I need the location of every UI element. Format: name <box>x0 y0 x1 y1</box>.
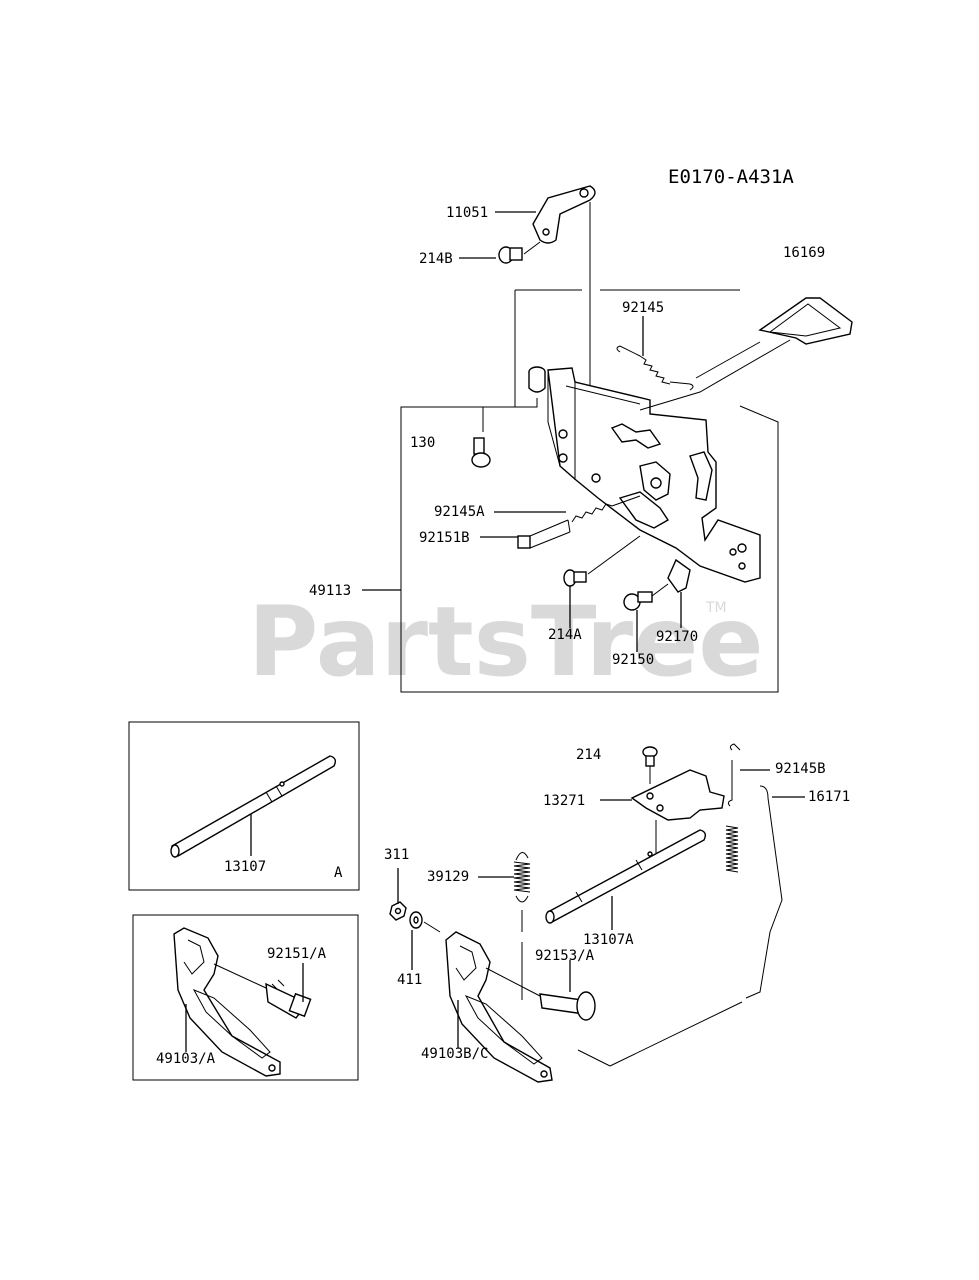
spring-92145B[interactable] <box>725 743 741 873</box>
label-39129: 39129 <box>427 869 469 885</box>
inset-13107: 13107 A <box>128 721 360 891</box>
label-130: 130 <box>410 435 435 451</box>
bolt-92151B[interactable] <box>517 519 571 549</box>
label-411: 411 <box>397 972 422 988</box>
label-214B: 214B <box>419 251 453 267</box>
lower-linkage-assembly <box>389 743 783 1083</box>
label-92145B: 92145B <box>775 761 826 777</box>
label-92145: 92145 <box>622 300 664 316</box>
pin-92153A[interactable] <box>539 991 596 1021</box>
label-16169: 16169 <box>783 245 825 261</box>
shaft-13107[interactable] <box>170 755 337 857</box>
label-92150: 92150 <box>612 652 654 668</box>
spring-39129[interactable] <box>513 852 531 903</box>
label-inset-a: A <box>334 865 343 881</box>
spring-92145[interactable] <box>616 345 694 391</box>
label-214: 214 <box>576 747 601 763</box>
label-92170: 92170 <box>656 629 698 645</box>
label-92151B: 92151B <box>419 530 470 546</box>
watermark-text: PartsTree <box>248 586 763 698</box>
label-92151A: 92151/A <box>267 946 327 962</box>
screw-214[interactable] <box>642 746 658 767</box>
label-92145A: 92145A <box>434 504 485 520</box>
screw-214B[interactable] <box>498 241 541 264</box>
throttle-lever[interactable] <box>610 423 662 449</box>
inset-49103A: 92151/A 49103/A <box>132 914 359 1081</box>
shaft-13107A[interactable] <box>545 829 707 923</box>
label-49103A: 49103/A <box>156 1051 216 1067</box>
washer-411[interactable] <box>409 911 423 929</box>
label-92153A: 92153/A <box>535 948 595 964</box>
control-plate-assembly <box>400 185 853 693</box>
bracket-11051[interactable] <box>532 185 596 244</box>
governor-rod-16169[interactable] <box>639 297 853 411</box>
bracket-13271[interactable] <box>630 769 725 821</box>
lever-49103BC[interactable] <box>445 931 553 1083</box>
leader-lines-lower <box>397 769 805 1048</box>
label-13271: 13271 <box>543 793 585 809</box>
clip-92170[interactable] <box>667 558 691 593</box>
stud-130[interactable] <box>471 366 546 468</box>
inset-box-a <box>128 721 360 891</box>
label-49113: 49113 <box>309 583 351 599</box>
spring-92145A[interactable] <box>571 495 641 523</box>
label-11051: 11051 <box>446 205 488 221</box>
leader-lines-upper <box>362 211 682 652</box>
bolt-92151A[interactable] <box>265 979 312 1019</box>
trademark-text: TM <box>705 600 727 616</box>
label-13107A: 13107A <box>583 932 634 948</box>
bolt-92150[interactable] <box>623 583 669 611</box>
diagram-code: E0170-A431A <box>668 166 794 188</box>
label-16171: 16171 <box>808 789 850 805</box>
rod-16171[interactable] <box>745 785 783 999</box>
label-311: 311 <box>384 847 409 863</box>
label-214A: 214A <box>548 627 582 643</box>
screw-214A[interactable] <box>563 535 641 587</box>
label-13107: 13107 <box>224 859 266 875</box>
label-49103BC: 49103B/C <box>421 1046 488 1062</box>
inset-box-49103A <box>132 914 359 1081</box>
